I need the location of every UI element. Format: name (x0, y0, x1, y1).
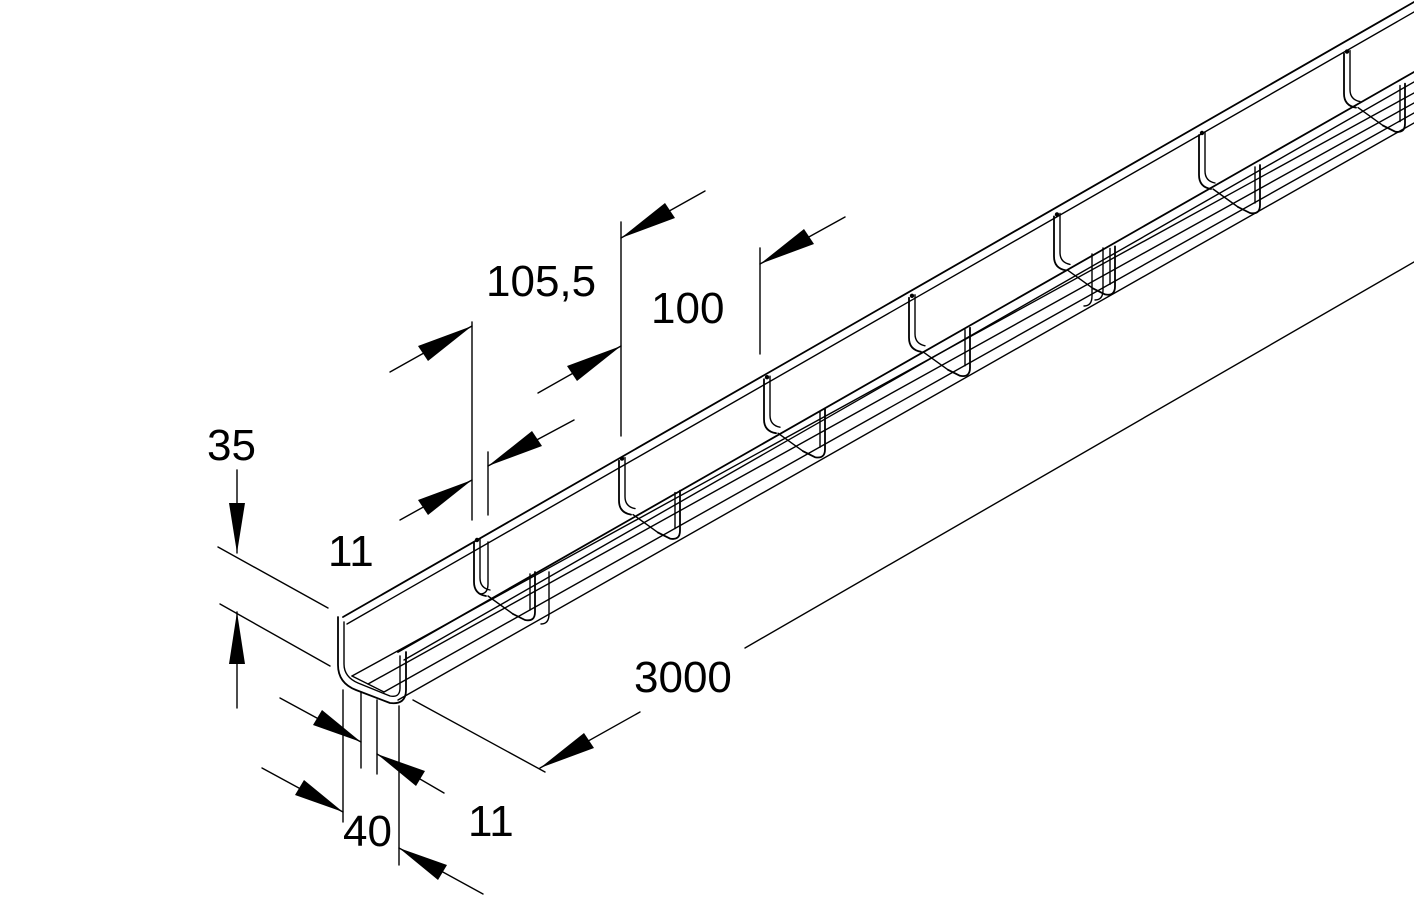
double-wire-segment (1094, 247, 1104, 301)
double-wire-segment (479, 541, 489, 595)
cross-wire-back-hook (1198, 134, 1212, 190)
cross-wire-back-hook (908, 296, 922, 353)
cross-wire-back-hook (1053, 215, 1067, 272)
dim-height-label: 35 (207, 421, 256, 470)
weld-dot (1199, 130, 1205, 136)
cross-wire (1053, 212, 1116, 296)
dim-length-label: 3000 (634, 653, 732, 702)
cross-wire-front-hook (802, 408, 826, 459)
cross-wires (473, 49, 1406, 625)
weld-dot (1344, 49, 1350, 54)
dim-width-label: 40 (343, 807, 392, 856)
end-u-wire-inner (343, 621, 401, 698)
dim-pitch-outer-arrow-2 (567, 346, 621, 381)
cross-wire-rung (777, 432, 804, 452)
cross-wire (1343, 49, 1406, 133)
cross-wire (763, 375, 826, 459)
dim-gap-left-arrow-1 (418, 480, 472, 515)
dim-gap-bottom-arrow-2 (377, 754, 425, 786)
back-top-rail-inner (346, 11, 1414, 625)
cross-wire-back-hook (763, 378, 777, 435)
end-bottom-cross (351, 675, 385, 693)
cross-wire-front-hook (512, 571, 536, 622)
dim-pitch-outer-arrow-1 (418, 326, 472, 361)
cross-wire-back-hook-inner (769, 375, 781, 428)
bottom-wire-2 (367, 102, 1414, 685)
dim-pitch-outer-arrow-3 (621, 203, 675, 238)
dim-gap-bottom-label: 11 (468, 797, 514, 846)
bottom-wire-4 (397, 122, 1414, 701)
cross-wire-front-hook (657, 489, 681, 540)
dim-pitch-inner (759, 216, 846, 355)
dim-gap-left-arrow-2 (488, 431, 542, 466)
cross-wire-back-hook-inner (914, 294, 926, 347)
dim-length (412, 261, 1414, 773)
cross-wire (473, 537, 536, 622)
cross-wire-rung (487, 595, 514, 615)
cross-wire-front-hook (1237, 164, 1261, 215)
dim-pitch-outer (389, 190, 706, 437)
dim-pitch-inner-arrow (760, 229, 814, 264)
cross-wire-back-hook-inner (1059, 212, 1071, 266)
cross-wire-front-hook (1092, 245, 1116, 296)
cross-wire-back-hook-inner (1349, 49, 1361, 103)
tray-body (337, 1, 1414, 705)
cross-wire-rung (1212, 188, 1239, 208)
dim-length-arrow (540, 733, 594, 768)
end-u-wire-outer (337, 616, 407, 705)
cross-wire-back-hook (618, 459, 632, 516)
dim-length-ext (412, 699, 546, 773)
cross-wire (908, 293, 971, 378)
front-top-rail (397, 71, 1414, 653)
dim-height-arrow-bottom (229, 612, 245, 664)
dim-width-arrow-right (399, 848, 447, 880)
cross-wire-back-hook-inner (479, 538, 491, 591)
dim-width (261, 689, 484, 895)
weld-dot (474, 537, 480, 543)
dim-gap-left (399, 321, 575, 521)
dim-pitch-outer-label: 105,5 (486, 257, 597, 306)
cross-wire (1198, 130, 1261, 215)
cross-wire-back-hook (1343, 52, 1357, 109)
double-wire-segment (540, 571, 550, 625)
cross-wire-front-hook (1382, 82, 1406, 133)
dim-height-arrow-top (229, 503, 245, 553)
dim-length-leader-2 (744, 261, 1414, 649)
dim-width-arrow-left (295, 780, 343, 812)
bottom-wire-1 (351, 92, 1414, 677)
cross-wire-back-hook-inner (1204, 131, 1216, 184)
dim-pitch-inner-label: 100 (651, 284, 725, 333)
cross-wire-rung (632, 513, 659, 534)
cross-wire-front-hook (947, 326, 971, 378)
dim-height-ext-top (217, 546, 329, 609)
dim-height-ext-bottom (219, 603, 331, 667)
double-wire-segment (1083, 253, 1093, 307)
cross-wire-rung (922, 351, 949, 371)
cross-wire-rung (1357, 106, 1384, 127)
weld-dot (909, 293, 915, 298)
cross-wire-back-hook (473, 541, 487, 597)
cross-wire (618, 456, 681, 540)
weld-dot (1054, 212, 1060, 217)
dim-height (217, 469, 331, 709)
weld-dot (764, 375, 770, 380)
weld-dot (619, 456, 625, 461)
dim-gap-left-label: 11 (328, 527, 374, 576)
dim-gap-bottom-arrow-1 (313, 710, 361, 742)
back-top-rail (342, 1, 1414, 618)
cross-wire-rung (1067, 269, 1094, 290)
cross-wire-back-hook-inner (624, 456, 636, 510)
